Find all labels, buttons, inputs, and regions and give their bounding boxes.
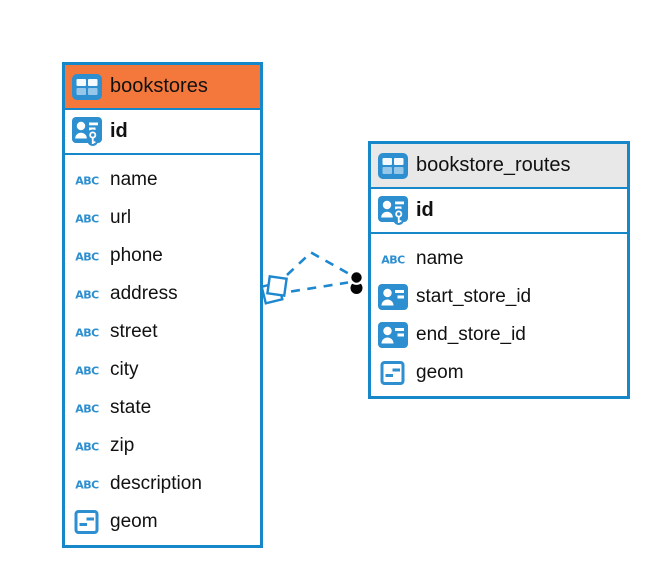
column-row[interactable]: ABC name [72, 161, 253, 199]
column-row[interactable]: start_store_id [378, 278, 620, 316]
table-title: bookstore_routes [416, 154, 571, 176]
column-name: start_store_id [416, 286, 532, 307]
text-icon: ABC [72, 319, 102, 345]
geometry-icon [72, 509, 102, 535]
column-name: city [110, 359, 139, 380]
column-name: phone [110, 245, 163, 266]
text-icon: ABC [72, 433, 102, 459]
svg-text:ABC: ABC [381, 254, 405, 267]
column-name: state [110, 397, 152, 418]
column-row[interactable]: ABC phone [72, 237, 253, 275]
column-row[interactable]: ABC description [72, 465, 253, 503]
text-icon: ABC [72, 167, 102, 193]
column-name: name [416, 248, 464, 269]
fk-icon [378, 322, 408, 348]
svg-text:ABC: ABC [75, 251, 99, 264]
primary-key-row[interactable]: id [371, 189, 627, 234]
column-name: id [110, 120, 128, 142]
relationship-line[interactable] [286, 250, 353, 277]
column-row[interactable]: ABC address [72, 275, 253, 313]
svg-text:ABC: ABC [75, 175, 99, 188]
column-name: description [110, 473, 202, 494]
text-icon: ABC [72, 205, 102, 231]
column-name: url [110, 207, 132, 228]
pk-icon [72, 117, 102, 146]
column-row[interactable]: geom [378, 354, 620, 392]
table-icon [378, 152, 408, 179]
table-icon [72, 73, 102, 100]
column-row[interactable]: geom [72, 503, 253, 541]
relationship-diamond-marker [260, 275, 288, 305]
svg-text:ABC: ABC [75, 289, 99, 302]
text-icon: ABC [72, 281, 102, 307]
text-icon: ABC [72, 243, 102, 269]
relationship-line[interactable] [290, 281, 349, 293]
svg-text:ABC: ABC [75, 441, 99, 454]
column-name: geom [110, 511, 158, 532]
text-icon: ABC [378, 246, 408, 272]
svg-text:ABC: ABC [75, 403, 99, 416]
table-title: bookstores [110, 75, 208, 97]
primary-key-row[interactable]: id [65, 110, 260, 155]
column-row[interactable]: ABC zip [72, 427, 253, 465]
column-row[interactable]: ABC name [378, 240, 620, 278]
column-row[interactable]: ABC street [72, 313, 253, 351]
column-name: name [110, 169, 158, 190]
geometry-icon [378, 360, 408, 386]
column-row[interactable]: end_store_id [378, 316, 620, 354]
text-icon: ABC [72, 357, 102, 383]
table-header[interactable]: bookstores [65, 65, 260, 110]
fk-icon [378, 284, 408, 310]
svg-text:ABC: ABC [75, 365, 99, 378]
column-name: id [416, 199, 434, 221]
svg-text:ABC: ABC [75, 213, 99, 226]
column-name: address [110, 283, 178, 304]
text-icon: ABC [72, 471, 102, 497]
svg-text:ABC: ABC [75, 479, 99, 492]
column-name: zip [110, 435, 135, 456]
relationship-endpoint-dots [349, 270, 364, 294]
column-row[interactable]: ABC state [72, 389, 253, 427]
column-row[interactable]: ABC city [72, 351, 253, 389]
text-icon: ABC [72, 395, 102, 421]
column-name: street [110, 321, 158, 342]
column-row[interactable]: ABC url [72, 199, 253, 237]
column-name: geom [416, 362, 464, 383]
table-header[interactable]: bookstore_routes [371, 144, 627, 189]
column-name: end_store_id [416, 324, 526, 345]
svg-text:ABC: ABC [75, 327, 99, 340]
pk-icon [378, 196, 408, 225]
